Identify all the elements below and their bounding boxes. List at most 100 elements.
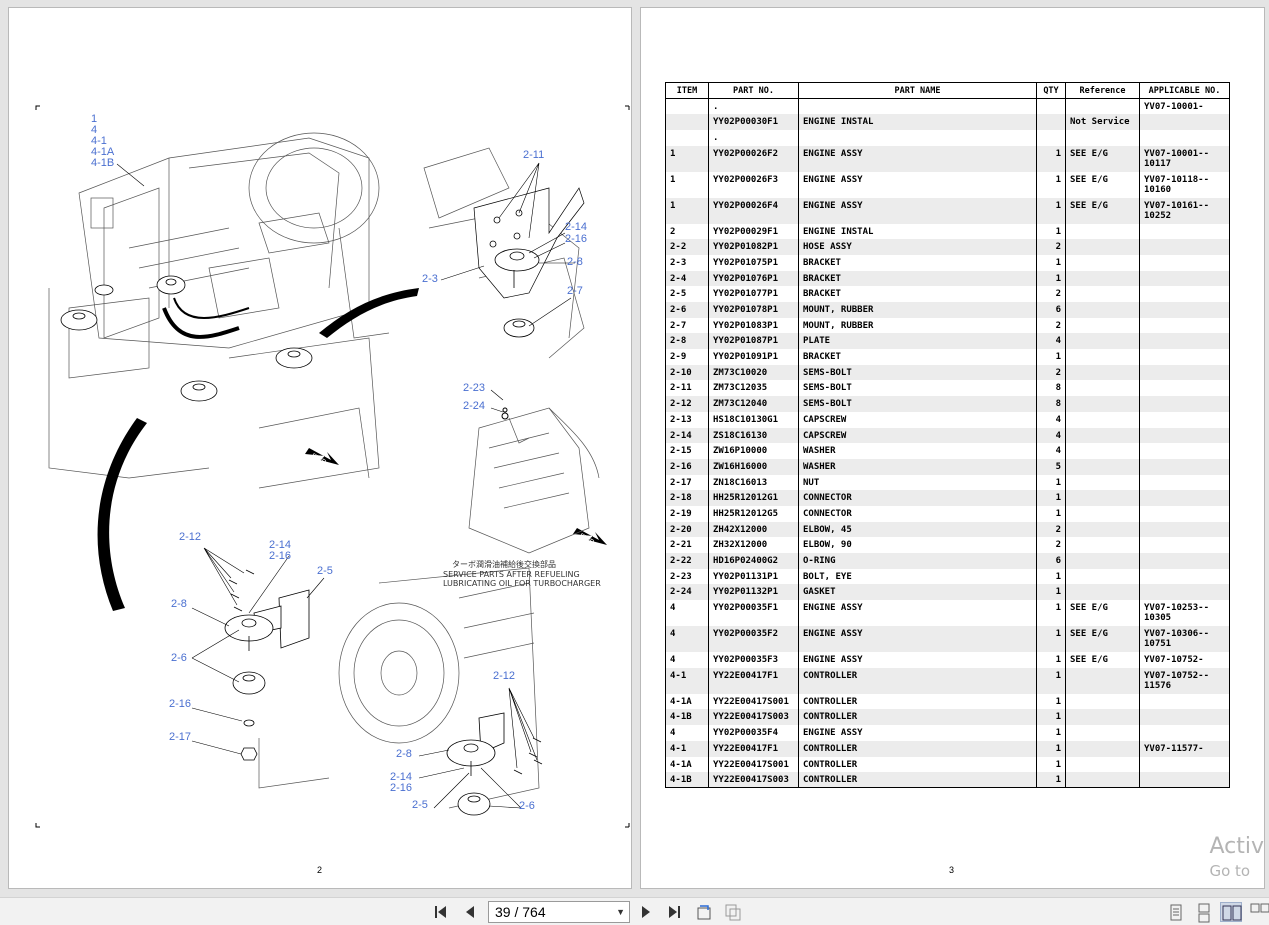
cell-reference xyxy=(1065,756,1140,773)
col-header-qty: QTY xyxy=(1036,82,1066,99)
table-row: .YV07-10001- xyxy=(665,98,1230,115)
cell-applicable-no xyxy=(1139,317,1230,334)
callout-2-14: 2-14 xyxy=(565,221,587,233)
callout-2-17: 2-17 xyxy=(169,731,191,743)
cell-part-no: YY22E00417F1 xyxy=(708,667,799,694)
cell-part-no: YY02P01082P1 xyxy=(708,239,799,255)
cell-applicable-no xyxy=(1139,364,1230,381)
two-page-view-icon[interactable] xyxy=(1220,902,1242,922)
cell-item: 2-5 xyxy=(665,286,709,302)
cell-applicable-no xyxy=(1139,411,1230,428)
callout-2-12: 2-12 xyxy=(493,670,515,682)
cell-part-name: ENGINE INSTAL xyxy=(798,114,1037,130)
callout-4: 4 xyxy=(91,124,97,136)
cell-reference xyxy=(1065,98,1140,115)
cell-applicable-no xyxy=(1139,114,1230,130)
cell-qty: 2 xyxy=(1036,537,1066,553)
cell-applicable-no xyxy=(1139,568,1230,585)
prev-page-icon[interactable] xyxy=(460,902,480,922)
last-page-icon[interactable] xyxy=(664,902,684,922)
next-page-icon[interactable] xyxy=(636,902,656,922)
callout-2-11: 2-11 xyxy=(523,149,544,161)
cell-part-no: YY02P01076P1 xyxy=(708,270,799,287)
cell-qty: 1 xyxy=(1036,505,1066,522)
callout-2-16: 2-16 xyxy=(169,698,191,710)
cell-part-name: PLATE xyxy=(798,333,1037,350)
cell-qty xyxy=(1036,114,1066,130)
callout-2-16: 2-16 xyxy=(565,233,587,245)
cell-applicable-no xyxy=(1139,537,1230,553)
continuous-view-icon[interactable] xyxy=(1192,902,1214,923)
cell-reference xyxy=(1065,740,1140,757)
cell-part-name: CONTROLLER xyxy=(798,756,1037,773)
col-header-applicable-no: APPLICABLE NO. xyxy=(1139,82,1230,99)
cell-applicable-no xyxy=(1139,553,1230,569)
cell-item: 2-12 xyxy=(665,396,709,412)
cell-item xyxy=(665,114,709,130)
table-header-row: ITEM PART NO. PART NAME QTY Reference AP… xyxy=(665,82,1230,99)
cell-part-no: ZW16P10000 xyxy=(708,443,799,459)
cell-reference xyxy=(1065,427,1140,444)
left-page: FWD FWD xyxy=(8,7,632,889)
two-page-continuous-view-icon[interactable] xyxy=(1248,902,1269,922)
cell-item: 4-1B xyxy=(665,709,709,726)
cell-part-name: ENGINE ASSY xyxy=(798,600,1037,627)
cell-item: 2-18 xyxy=(665,490,709,506)
cell-qty: 4 xyxy=(1036,333,1066,350)
turbo-note-line2: LUBRICATING OIL FOR TURBOCHARGER xyxy=(443,579,601,588)
fit-icon[interactable] xyxy=(723,902,743,922)
first-page-icon[interactable] xyxy=(431,902,451,922)
cell-reference: SEE E/G xyxy=(1065,600,1140,627)
cell-qty: 1 xyxy=(1036,772,1066,789)
single-page-view-icon[interactable] xyxy=(1164,902,1186,922)
callout-4-1b: 4-1B xyxy=(91,157,114,169)
cell-item: 1 xyxy=(665,171,709,198)
cell-part-name: BRACKET xyxy=(798,254,1037,271)
cell-part-no: ZW16H16000 xyxy=(708,458,799,475)
cell-qty: 2 xyxy=(1036,521,1066,538)
cell-part-name: CONNECTOR xyxy=(798,490,1037,506)
cell-applicable-no xyxy=(1139,223,1230,240)
cell-applicable-no xyxy=(1139,349,1230,365)
cell-part-no: HH25R12012G5 xyxy=(708,505,799,522)
cell-reference xyxy=(1065,505,1140,522)
cell-reference xyxy=(1065,474,1140,491)
cell-item: 2-20 xyxy=(665,521,709,538)
cell-reference xyxy=(1065,537,1140,553)
cell-part-name: ENGINE ASSY xyxy=(798,652,1037,668)
cell-item: 2-4 xyxy=(665,270,709,287)
cell-item: 2-16 xyxy=(665,458,709,475)
cell-reference xyxy=(1065,396,1140,412)
page-number-select[interactable]: 39 / 764 ▼ xyxy=(488,901,630,923)
cell-part-name: SEMS-BOLT xyxy=(798,364,1037,381)
cell-qty: 4 xyxy=(1036,411,1066,428)
cell-item: 4-1 xyxy=(665,667,709,694)
rotate-icon[interactable] xyxy=(694,902,714,922)
callout-2-12: 2-12 xyxy=(179,531,201,543)
cell-part-no: ZH32X12000 xyxy=(708,537,799,553)
cell-part-no: YY02P00035F1 xyxy=(708,600,799,627)
callout-4-1: 4-1 xyxy=(91,135,107,147)
cell-qty: 1 xyxy=(1036,600,1066,627)
cell-qty: 1 xyxy=(1036,254,1066,271)
callout-2-8: 2-8 xyxy=(171,598,187,610)
cell-reference xyxy=(1065,458,1140,475)
cell-part-name: ENGINE ASSY xyxy=(798,171,1037,198)
cell-item: 2-8 xyxy=(665,333,709,350)
cell-part-name: ELBOW, 45 xyxy=(798,521,1037,538)
cell-qty: 1 xyxy=(1036,223,1066,240)
cell-applicable-no xyxy=(1139,427,1230,444)
cell-reference xyxy=(1065,380,1140,397)
callout-2-5: 2-5 xyxy=(317,565,333,577)
